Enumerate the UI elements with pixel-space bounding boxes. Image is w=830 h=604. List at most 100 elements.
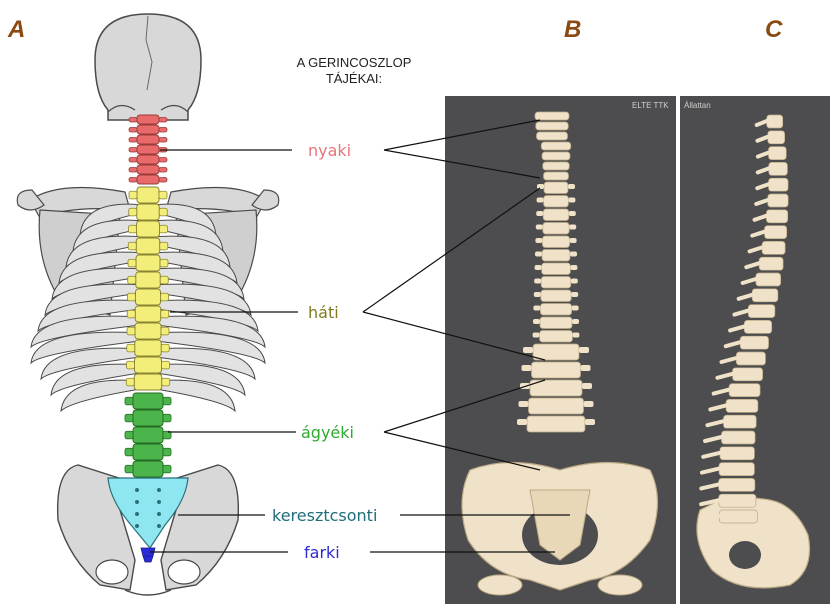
photo-side-vertebra [736, 352, 765, 365]
sacral-foramen [135, 488, 139, 492]
photo-front-lumbar-process-left [523, 347, 533, 353]
photo-front-transverse-left [533, 306, 540, 311]
thoracic-vertebra [136, 289, 161, 305]
right-obturator-foramen [168, 560, 200, 584]
panel-letter-a: A [7, 16, 25, 43]
lumbar-vertebra-process-left [125, 397, 133, 405]
lumbar-vertebra [133, 427, 163, 443]
photo-divider [676, 96, 680, 604]
photo-side-vertebra [768, 131, 785, 144]
cervical-vertebra [137, 145, 159, 154]
photo-front-transverse-right [568, 198, 575, 203]
cervical-vertebra [137, 135, 159, 144]
lumbar-vertebra-process-right [163, 397, 171, 405]
right-ischium-photo [598, 575, 642, 595]
sacral-foramen [135, 512, 139, 516]
photo-front-transverse-left [536, 211, 543, 216]
photo-front-transverse-right [569, 225, 576, 230]
photo-front-lumbar-process-right [584, 401, 594, 407]
thoracic-vertebra-process-right [160, 225, 168, 233]
title-line-2: TÁJÉKAI: [326, 71, 382, 86]
cervical-vertebra-process-left [129, 148, 137, 153]
photo-front-lumbar-process-right [585, 419, 595, 425]
skeleton-illustration [17, 14, 278, 595]
photo-front-vertebra [542, 250, 570, 262]
photo-front-vertebra [532, 362, 581, 378]
cervical-vertebra-process-left [129, 168, 137, 173]
photo-front-lumbar-process-left [519, 401, 529, 407]
lumbar-vertebra-process-left [125, 414, 133, 422]
thoracic-vertebra-process-right [162, 361, 170, 369]
photo-side-vertebra [720, 447, 754, 460]
photo-front-vertebra [529, 398, 584, 414]
photo-front-vertebra [542, 236, 569, 248]
thoracic-vertebra-process-left [129, 208, 137, 216]
photo-side-vertebra [719, 463, 754, 476]
thoracic-vertebra-process-right [159, 191, 167, 199]
thoracic-vertebra-process-right [162, 378, 170, 386]
photo-front-vertebra [540, 317, 572, 329]
thoracic-vertebra [137, 221, 160, 237]
photo-front-lumbar-process-right [579, 347, 589, 353]
cervical-vertebra [137, 125, 159, 134]
photo-side-vertebra [748, 305, 775, 318]
photo-front-transverse-right [571, 279, 578, 284]
label-nyaki: nyaki [308, 141, 351, 160]
thoracic-vertebra-process-right [159, 208, 167, 216]
cervical-vertebra-process-right [159, 178, 167, 183]
label-hati: háti [308, 303, 339, 322]
photo-side-vertebra [719, 494, 756, 507]
label-keresztcsonti: keresztcsonti [272, 506, 377, 525]
photo-front-transverse-right [568, 184, 575, 189]
thoracic-vertebra [135, 340, 162, 356]
photo-side-vertebra [762, 241, 785, 254]
thoracic-vertebra-process-left [128, 293, 136, 301]
thoracic-vertebra [135, 306, 161, 322]
lumbar-vertebra-process-left [125, 431, 133, 439]
photo-side-vertebra [759, 257, 783, 270]
photo-side-vertebra [768, 194, 788, 207]
cervical-vertebra-process-left [129, 138, 137, 143]
photo-front-lumbar-process-right [582, 383, 592, 389]
cervical-vertebra-process-right [159, 138, 167, 143]
photo-side-vertebra [752, 289, 778, 302]
photo-side-vertebra [726, 399, 758, 412]
thoracic-vertebra-process-left [127, 310, 135, 318]
thoracic-vertebra [137, 187, 159, 203]
thoracic-vertebra-process-right [160, 276, 168, 284]
thoracic-vertebra-process-left [128, 242, 136, 250]
thoracic-vertebra-process-right [161, 344, 169, 352]
panel-letter-b: B [564, 16, 581, 43]
cervical-vertebra [137, 175, 159, 184]
photo-front-vertebra [541, 290, 571, 302]
cervical-vertebra-process-right [159, 128, 167, 133]
lumbar-vertebra [133, 461, 163, 477]
lumbar-vertebra [133, 410, 163, 426]
photo-front-transverse-left [533, 333, 540, 338]
photo-side-vertebra [756, 273, 781, 286]
photo-front-transverse-left [536, 225, 543, 230]
photo-front-vertebra [544, 196, 569, 208]
thoracic-vertebra-process-left [127, 361, 135, 369]
photo-front-vertebra [543, 209, 569, 221]
photo-side-vertebra [729, 384, 760, 397]
acetabulum-side [729, 541, 761, 569]
photo-side-vertebra [766, 210, 787, 223]
title-line-1: A GERINCOSZLOP [297, 55, 412, 70]
lumbar-vertebra-process-left [125, 465, 133, 473]
photo-side-vertebra [719, 510, 757, 523]
cervical-vertebra-process-left [129, 118, 137, 123]
cervical-vertebra-process-right [159, 118, 167, 123]
photo-front-vertebra [527, 416, 585, 432]
lumbar-vertebra-process-right [163, 414, 171, 422]
photo-front-vertebra [537, 132, 568, 140]
lumbar-vertebra-process-left [125, 448, 133, 456]
vertebral-column [125, 115, 171, 477]
panel-letter-c: C [765, 16, 783, 43]
cervical-vertebra [137, 155, 159, 164]
skull [95, 14, 201, 120]
photo-front-transverse-right [571, 292, 578, 297]
cervical-vertebra-process-left [129, 178, 137, 183]
thoracic-vertebra-process-left [129, 191, 137, 199]
